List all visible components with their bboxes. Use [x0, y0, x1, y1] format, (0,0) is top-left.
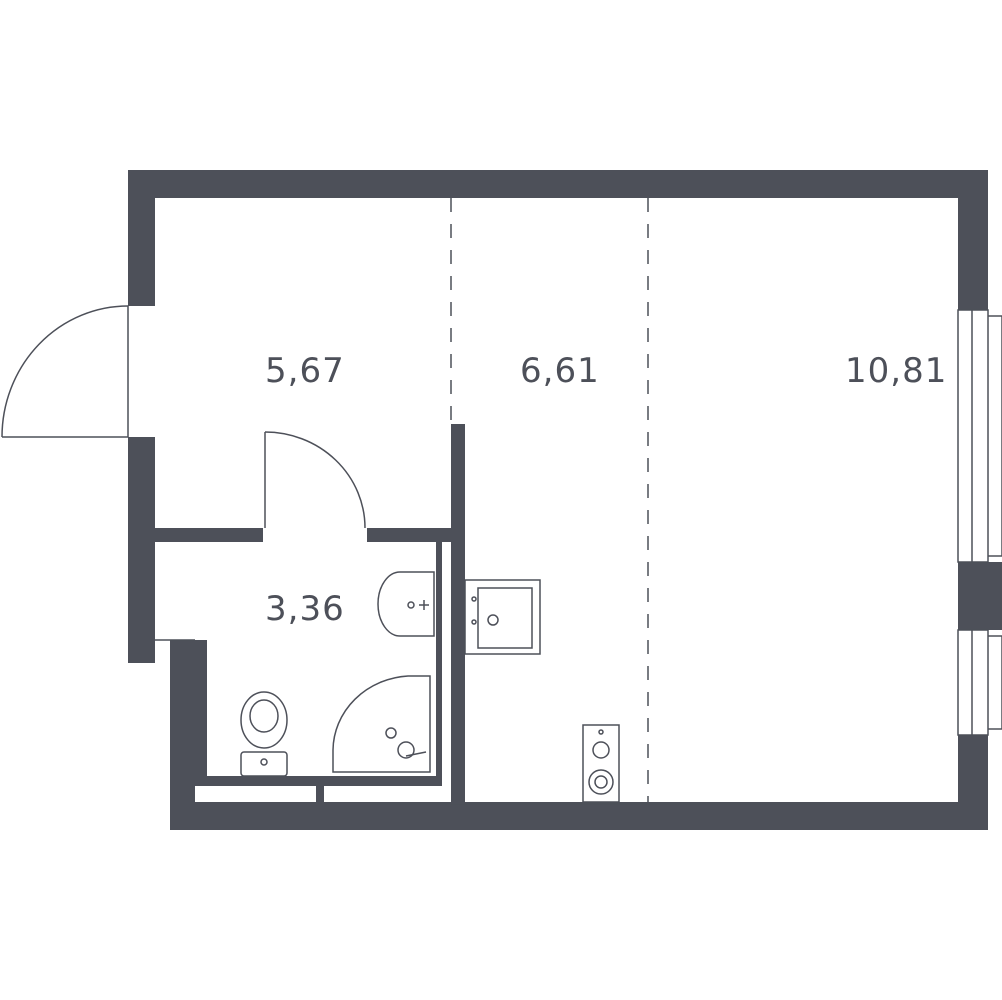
room-area-kitchen: 6,61 [520, 351, 600, 391]
bottom-wall [170, 802, 988, 830]
left-wall-lower [128, 437, 155, 663]
interior-walls [155, 424, 465, 804]
entrance-door-icon [1, 305, 129, 438]
outer-walls [128, 170, 1002, 830]
washing-machine-icon [582, 724, 620, 803]
wall-details [170, 195, 958, 805]
shower-icon [332, 675, 431, 773]
bathroom-door-icon [264, 431, 366, 529]
room-area-bathroom: 3,36 [265, 589, 345, 629]
top-wall [128, 170, 988, 198]
right-wall-middle [958, 562, 1002, 630]
kitchen-sink-icon [464, 579, 541, 655]
washbasin-icon [377, 571, 435, 637]
room-area-hallway: 5,67 [265, 351, 345, 391]
zone-dividers [450, 198, 649, 802]
right-wall-bottom [958, 735, 988, 830]
room-area-living: 10,81 [845, 351, 947, 391]
left-wall-upper [128, 170, 155, 306]
toilet-icon [240, 691, 288, 777]
left-wall-bottom [170, 640, 195, 830]
right-wall-top [958, 170, 988, 310]
window-icon [957, 309, 1002, 736]
